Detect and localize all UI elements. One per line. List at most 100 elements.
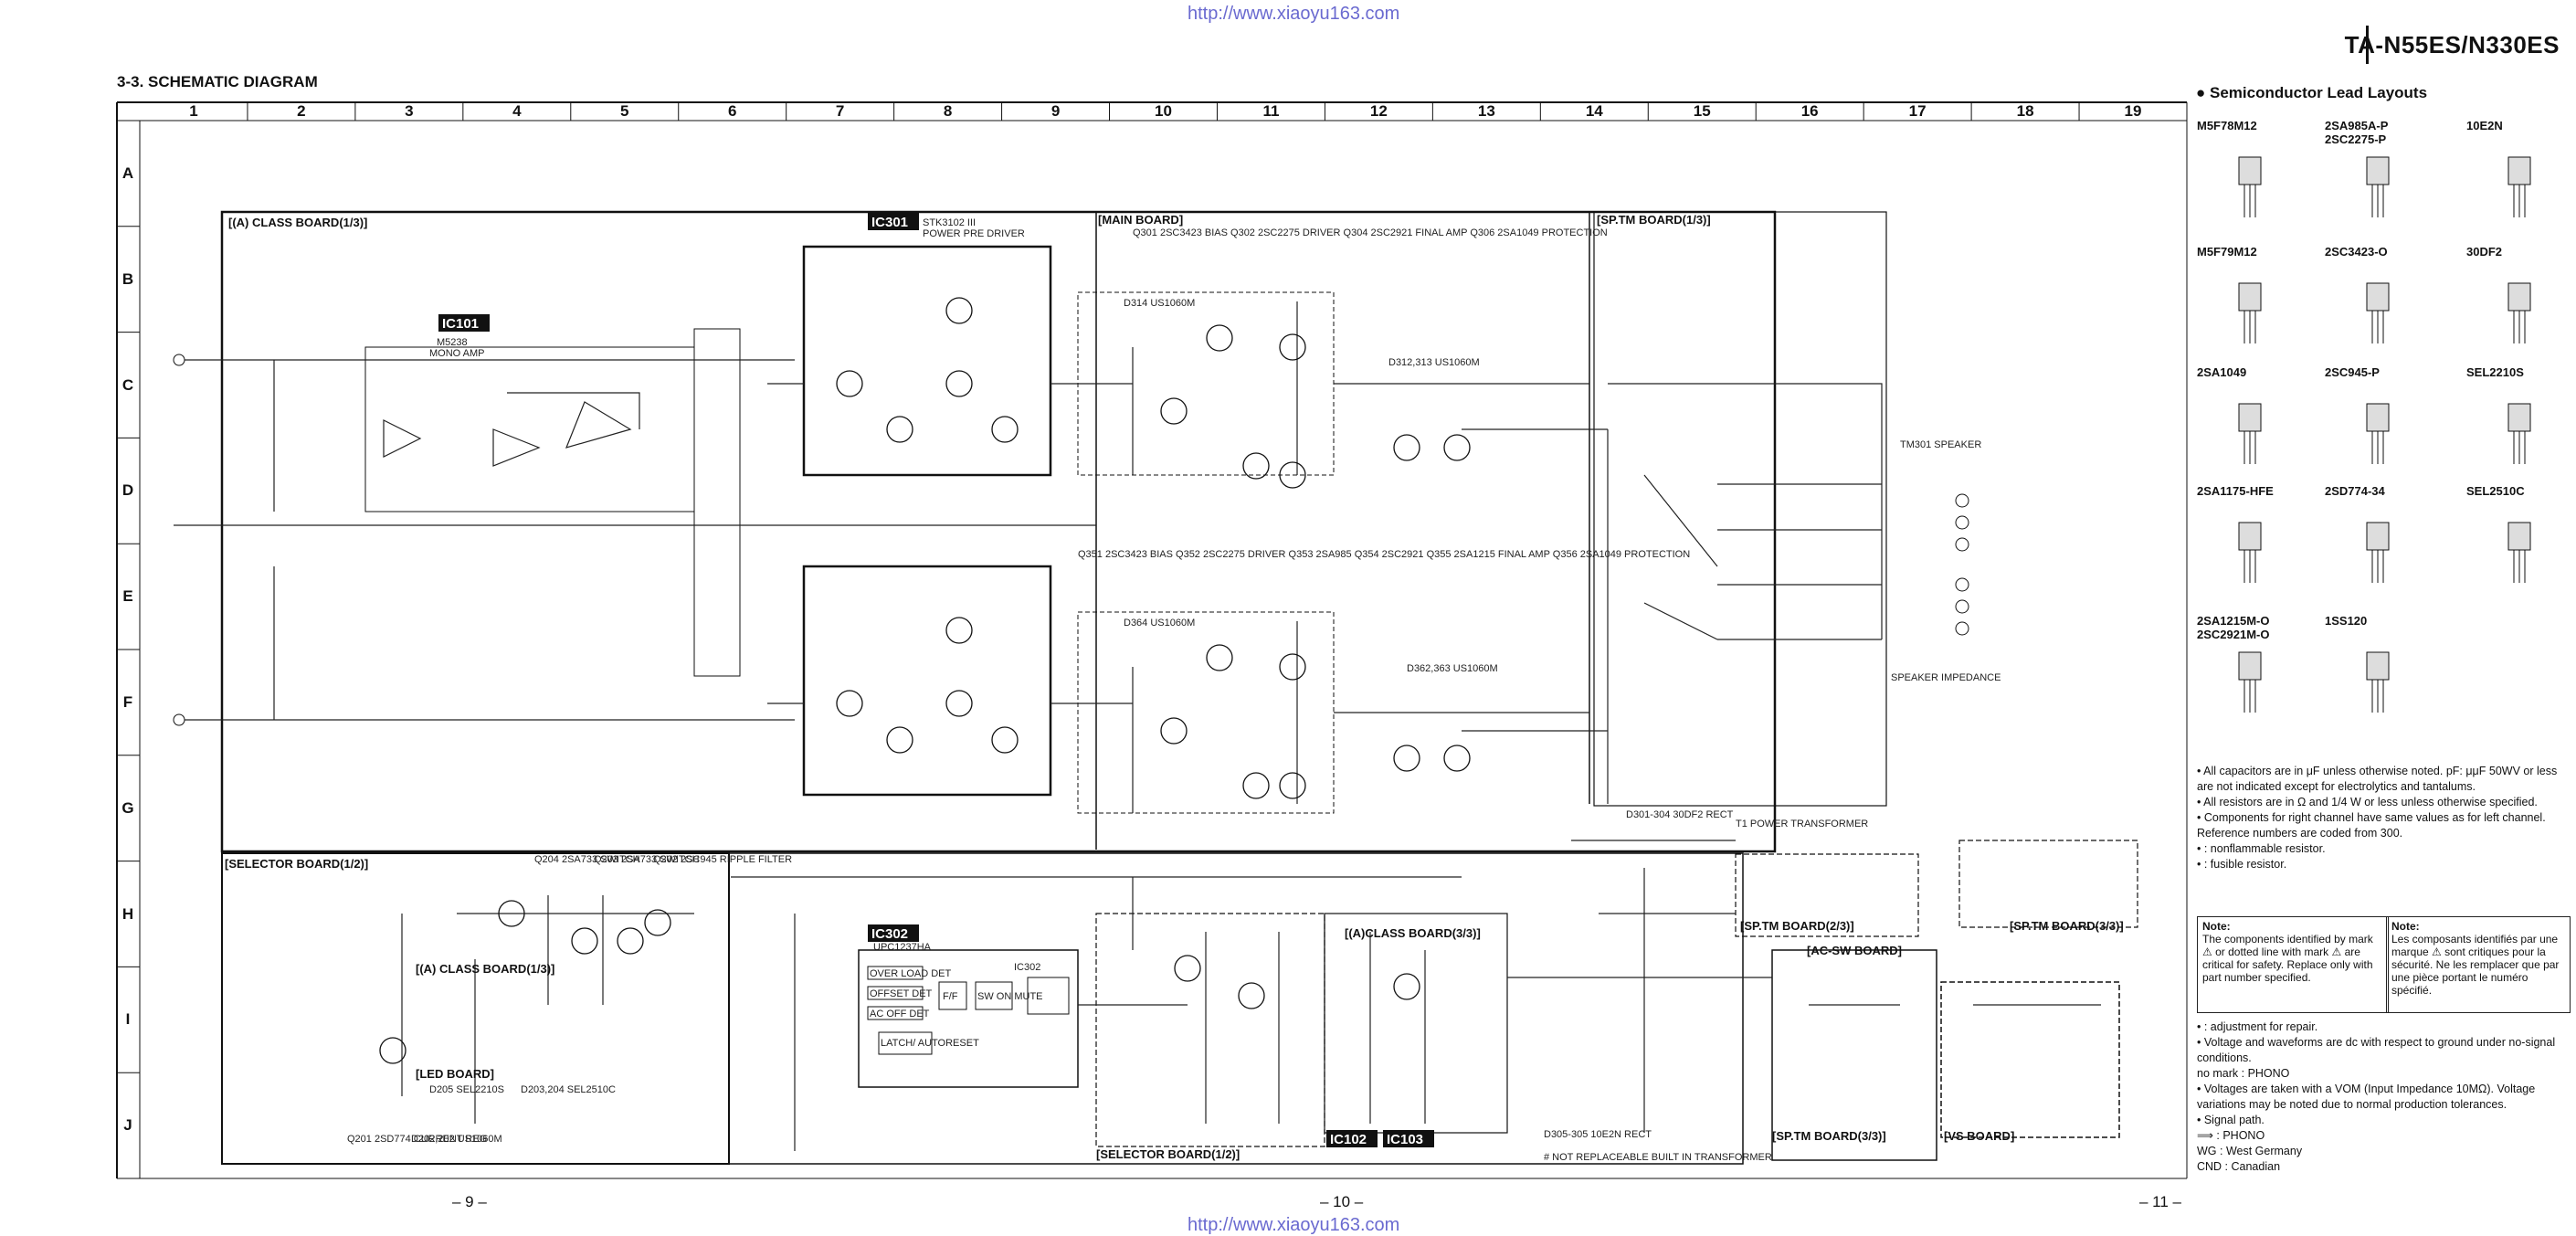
grid-row-H: H [121, 904, 134, 923]
component-package-icon [2492, 280, 2547, 357]
note-item: • Voltages are taken with a VOM (Input I… [2197, 1083, 2536, 1111]
label-d364: D364 US1060M [1124, 618, 1195, 629]
transistor-labels-top: Q301 2SC3423 BIAS Q302 2SC2275 DRIVER Q3… [1133, 227, 1608, 238]
label-d205: D205 SEL2210S [429, 1084, 504, 1095]
board-a-class-b: [(A) CLASS BOARD(1/3)] [416, 962, 554, 976]
label-speaker-impedance: SPEAKER IMPEDANCE [1891, 672, 2001, 683]
grid-column-5: 5 [620, 102, 629, 120]
component-package-icon [2350, 153, 2405, 231]
grid-column-8: 8 [943, 102, 953, 120]
label-power-transformer: T1 POWER TRANSFORMER [1736, 819, 1868, 829]
label-q201: Q201 2SD774 CURRENT REG [347, 1134, 487, 1145]
semiconductor-label: M5F78M12 [2197, 119, 2257, 132]
ic302-label: IC302 [871, 926, 908, 942]
note-item: • All capacitors are in μF unless otherw… [2197, 765, 2558, 793]
ic302-block-offset: OFFSET DET [870, 988, 933, 999]
semiconductor-label: 2SC3423-O [2325, 245, 2388, 259]
board-sp-tm-3b: [SP.TM BOARD(3/3)] [1772, 1129, 1886, 1143]
section-title: 3-3. SCHEMATIC DIAGRAM [117, 73, 318, 90]
board-selector-b: [SELECTOR BOARD(1/2)] [1096, 1147, 1240, 1161]
note-item: no mark : PHONO [2197, 1067, 2290, 1080]
board-sp-tm: [SP.TM BOARD(1/3)] [1597, 213, 1711, 227]
component-package-icon [2492, 400, 2547, 478]
semiconductor-label: 30DF2 [2466, 245, 2503, 259]
ic302-block-acoff: AC OFF DET [870, 1009, 930, 1019]
component-package-icon [2222, 649, 2277, 726]
grid-column-2: 2 [297, 102, 306, 120]
grid-column-6: 6 [727, 102, 737, 120]
grid-column-10: 10 [1155, 102, 1172, 120]
label-d305: D305-305 10E2N RECT [1544, 1129, 1652, 1140]
board-selector: [SELECTOR BOARD(1/2)] [225, 857, 368, 871]
component-package-icon [2350, 400, 2405, 478]
semiconductor-label: 2SA1175-HFE [2197, 484, 2274, 498]
grid-row-J: J [123, 1116, 132, 1135]
grid-row-F: F [122, 692, 133, 711]
component-package-icon [2350, 519, 2405, 597]
watermark-top: http://www.xiaoyu163.com [1188, 4, 1400, 24]
ic302-block-mute: SW ON MUTE [977, 991, 1043, 1002]
board-sp-tm-2: [SP.TM BOARD(2/3)] [1740, 919, 1854, 933]
grid-column-19: 19 [2124, 102, 2142, 120]
component-package-icon [2492, 519, 2547, 597]
label-q204: Q204 2SA733 SWITCH [534, 854, 640, 865]
board-ac-sw: [AC-SW BOARD] [1807, 944, 1902, 957]
board-led: [LED BOARD] [416, 1067, 494, 1081]
label-q203: Q203 2SA733 SWITCH [594, 854, 700, 865]
board-a-class-c: [(A)CLASS BOARD(3/3)] [1345, 926, 1481, 940]
semiconductor-label: 10E2N [2466, 119, 2503, 132]
page-number-10: – 10 – [1320, 1193, 1364, 1210]
ic302-block-ic: IC302 [1014, 962, 1040, 973]
grid-row-E: E [122, 587, 133, 606]
grid-column-9: 9 [1050, 102, 1061, 120]
note-box-fr-body: Les composants identifiés par une marque… [2391, 933, 2560, 997]
label-d301: D301-304 30DF2 RECT [1626, 809, 1734, 820]
grid-column-7: 7 [835, 102, 845, 120]
grid-column-13: 13 [1477, 102, 1495, 120]
semiconductor-label: 2SD774-34 [2325, 484, 2385, 498]
note-item: • Signal path. [2197, 1114, 2265, 1126]
component-package-icon [2350, 649, 2405, 726]
component-package-icon [2350, 280, 2405, 357]
grid-column-15: 15 [1693, 102, 1711, 120]
ic301-desc: POWER PRE DRIVER [923, 228, 1025, 239]
ic302-block-overload: OVER LOAD DET [870, 968, 952, 979]
grid-row-G: G [121, 798, 134, 817]
note-item: WG : West Germany [2197, 1145, 2303, 1157]
component-package-icon [2222, 400, 2277, 478]
label-q202: Q202 2SC945 RIPPLE FILTER [653, 854, 792, 865]
semiconductor-label: 2SC945-P [2325, 365, 2380, 379]
page-number-9: – 9 – [452, 1193, 487, 1210]
grid-column-3: 3 [405, 102, 414, 120]
semiconductor-label: 2SA1215M-O 2SC2921M-O [2197, 614, 2270, 641]
semiconductor-label: 1SS120 [2325, 614, 2368, 628]
model-title: TA-N55ES/N330ES [2344, 31, 2560, 58]
semiconductor-label: SEL2510C [2466, 484, 2525, 498]
label-d314: D314 US1060M [1124, 298, 1195, 309]
label-d362: D362,363 US1060M [1407, 663, 1498, 674]
grid-column-17: 17 [1908, 102, 1927, 120]
ic103-label: IC103 [1387, 1132, 1423, 1147]
notes-list: • All capacitors are in μF unless otherw… [2197, 764, 2567, 872]
label-d203: D203,204 SEL2510C [521, 1084, 616, 1095]
note-item: ⟹ : PHONO [2197, 1129, 2265, 1142]
ic101-label: IC101 [442, 316, 479, 332]
grid-column-1: 1 [189, 102, 198, 120]
board-a-class: [(A) CLASS BOARD(1/3)] [228, 216, 367, 229]
component-package-icon [2222, 519, 2277, 597]
note-item: • Voltage and waveforms are dc with resp… [2197, 1036, 2556, 1064]
ic101-part: M5238 [437, 337, 468, 348]
ic101-desc: MONO AMP [429, 348, 485, 359]
note-item: • : fusible resistor. [2197, 858, 2287, 871]
grid-row-I: I [125, 1010, 131, 1029]
model-divider [2366, 26, 2369, 64]
schematic-diagram: IC101 M5238 MONO AMP IC301 STK3102 III P… [116, 101, 2188, 1179]
note-box-fr-title: Note: [2391, 920, 2420, 933]
label-d312: D312,313 US1060M [1388, 357, 1480, 368]
ic102-label: IC102 [1330, 1132, 1367, 1147]
component-package-icon [2222, 153, 2277, 231]
ic301-label: IC301 [871, 215, 908, 230]
grid-column-16: 16 [1800, 102, 1819, 120]
grid-row-C: C [121, 375, 134, 394]
label-not-replaceable: # NOT REPLACEABLE BUILT IN TRANSFORMER [1544, 1152, 1772, 1163]
